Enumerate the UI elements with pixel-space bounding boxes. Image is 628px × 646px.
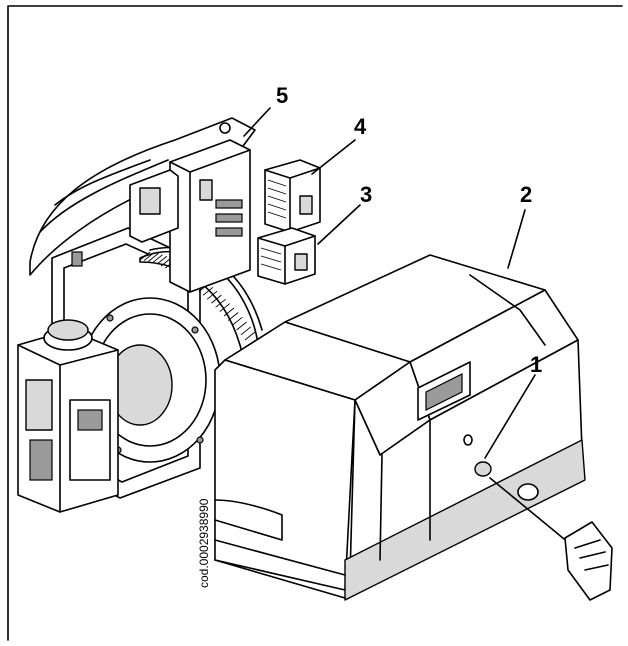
callout-5: 5 bbox=[276, 83, 288, 108]
burner-cover bbox=[214, 254, 586, 601]
callout-4: 4 bbox=[354, 114, 367, 139]
callout-1: 1 bbox=[530, 352, 542, 377]
drawing-code: cod.0002938990 bbox=[197, 498, 211, 588]
screwdriver bbox=[489, 477, 613, 601]
frame-border bbox=[7, 5, 623, 641]
connector-plug-4 bbox=[264, 159, 321, 233]
connector-plug-3 bbox=[257, 227, 316, 285]
gas-valve bbox=[17, 319, 119, 513]
leader-lines bbox=[243, 107, 536, 459]
callout-2: 2 bbox=[520, 182, 532, 207]
callout-3: 3 bbox=[360, 182, 372, 207]
control-box bbox=[129, 139, 251, 293]
